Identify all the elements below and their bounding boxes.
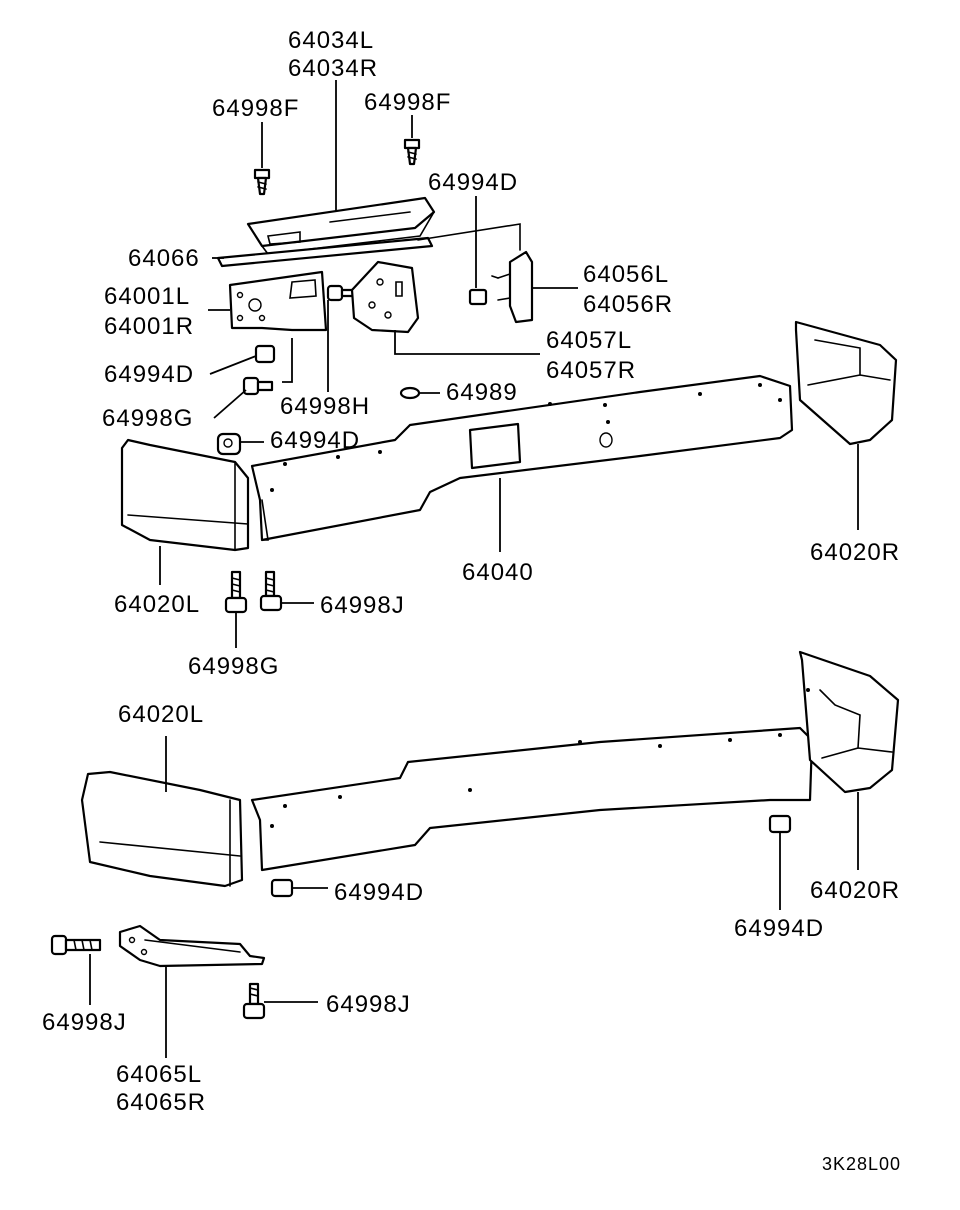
label-64994D-top: 64994D bbox=[428, 169, 518, 196]
screw-64998F-left-icon bbox=[253, 168, 271, 196]
label-64034R: 64034R bbox=[288, 55, 378, 82]
label-64998F-right: 64998F bbox=[364, 89, 451, 116]
label-64020L-lower: 64020L bbox=[118, 701, 204, 728]
label-64998J-upper: 64998J bbox=[320, 592, 405, 619]
bolt-64998G-upper-icon bbox=[242, 376, 274, 396]
label-64040: 64040 bbox=[462, 559, 534, 586]
bracket-64065 bbox=[118, 924, 266, 968]
label-64066: 64066 bbox=[128, 245, 200, 272]
bumper-bar-lower bbox=[250, 726, 814, 872]
nut-64994D-top-icon bbox=[468, 288, 488, 306]
clamp-64056 bbox=[497, 250, 534, 324]
bolt-64998J-lower-right-icon bbox=[242, 982, 266, 1020]
label-64034L: 64034L bbox=[288, 27, 374, 54]
label-64998J-lower-right: 64998J bbox=[326, 991, 411, 1018]
label-64020R-lower: 64020R bbox=[810, 877, 900, 904]
label-64994D-lower-left: 64994D bbox=[334, 879, 424, 906]
nut-64994D-lower-left-icon bbox=[270, 878, 294, 898]
label-64056R: 64056R bbox=[583, 291, 673, 318]
bumper-bar-64040 bbox=[250, 374, 794, 542]
plug-64989-icon bbox=[399, 386, 421, 400]
label-64020L-upper: 64020L bbox=[114, 591, 200, 618]
bumper-end-64020L-upper bbox=[120, 438, 250, 552]
bolt-64998J-upper-right-icon bbox=[259, 570, 283, 612]
bracket-64066 bbox=[216, 236, 434, 268]
bumper-end-64020R-upper bbox=[794, 320, 898, 446]
diagram-code: 3K28L00 bbox=[822, 1154, 901, 1174]
bumper-end-64020R-lower bbox=[798, 650, 900, 794]
bumper-end-64020L-lower bbox=[80, 770, 244, 888]
label-64998G-lower: 64998G bbox=[188, 653, 279, 680]
bracket-64057 bbox=[350, 260, 420, 334]
bolt-64998J-upper-left-icon bbox=[224, 570, 248, 614]
label-64998H: 64998H bbox=[280, 393, 370, 420]
part-labels: 64034L 64034R 64998F 64998F 64994D 64066… bbox=[42, 27, 901, 1174]
label-64994D-lower-right: 64994D bbox=[734, 915, 824, 942]
label-64020R-upper: 64020R bbox=[810, 539, 900, 566]
label-64998J-lower-left: 64998J bbox=[42, 1009, 127, 1036]
screw-64998F-right-icon bbox=[403, 138, 421, 166]
label-64998F-left: 64998F bbox=[212, 95, 299, 122]
label-64994D-mid: 64994D bbox=[104, 361, 194, 388]
label-64065R: 64065R bbox=[116, 1089, 206, 1116]
nut-64994D-center-icon bbox=[216, 432, 242, 456]
label-64994D-center: 64994D bbox=[270, 427, 360, 454]
nut-64994D-mid-icon bbox=[254, 344, 276, 364]
label-64065L: 64065L bbox=[116, 1061, 202, 1088]
label-64001L: 64001L bbox=[104, 283, 190, 310]
bolt-64998J-lower-left-icon bbox=[50, 934, 102, 956]
leader-lines bbox=[89, 80, 859, 1058]
label-64056L: 64056L bbox=[583, 261, 669, 288]
nut-64994D-lower-right-icon bbox=[768, 814, 792, 834]
label-64001R: 64001R bbox=[104, 313, 194, 340]
label-64989: 64989 bbox=[446, 379, 518, 406]
label-64057R: 64057R bbox=[546, 357, 636, 384]
bracket-64001 bbox=[228, 270, 328, 332]
label-64998G-upper: 64998G bbox=[102, 405, 193, 432]
label-64057L: 64057L bbox=[546, 327, 632, 354]
